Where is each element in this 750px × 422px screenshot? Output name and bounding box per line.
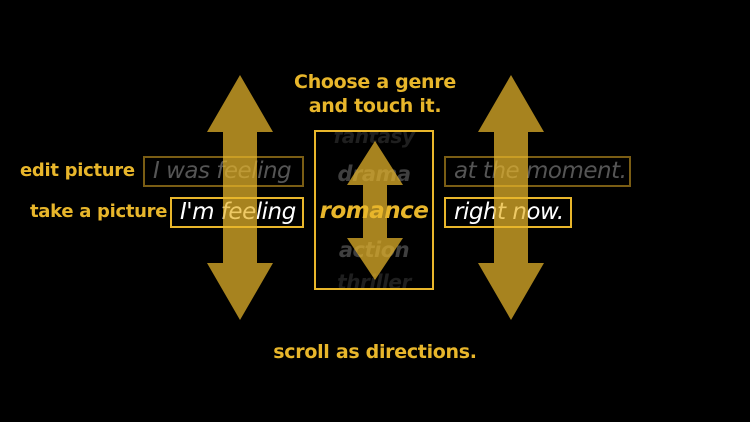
edit-suffix-box: at the moment. bbox=[444, 156, 631, 187]
take-prefix-box: I'm feeling bbox=[170, 197, 304, 228]
instruction-top-line1: Choose a genre bbox=[294, 71, 456, 93]
instruction-bottom: scroll as directions. bbox=[273, 341, 477, 363]
genre-option-romance[interactable]: romance bbox=[319, 198, 429, 224]
genre-option-thriller[interactable]: thriller bbox=[337, 270, 411, 290]
genre-picker[interactable]: fantasy drama romance action thriller bbox=[314, 130, 434, 290]
instruction-top: Choose a genre and touch it. bbox=[275, 70, 475, 118]
instruction-top-line2: and touch it. bbox=[308, 95, 442, 117]
take-picture-label[interactable]: take a picture bbox=[30, 201, 168, 222]
edit-picture-label[interactable]: edit picture bbox=[20, 160, 135, 181]
genre-option-fantasy[interactable]: fantasy bbox=[333, 130, 415, 148]
genre-option-drama[interactable]: drama bbox=[337, 162, 411, 186]
take-suffix-box: right now. bbox=[444, 197, 572, 228]
genre-option-action[interactable]: action bbox=[338, 238, 410, 262]
edit-prefix-box: I was feeling bbox=[143, 156, 304, 187]
